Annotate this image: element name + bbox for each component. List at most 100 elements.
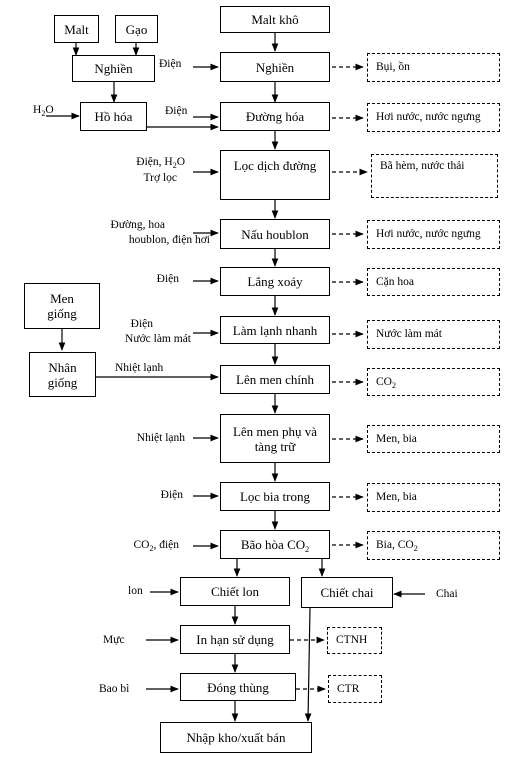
dong-thung-label: Đóng thùng bbox=[207, 679, 269, 695]
lam-lanh-nhanh-label: Làm lạnh nhanh bbox=[232, 322, 318, 338]
input-loc-line2: Trợ lọc bbox=[143, 172, 177, 184]
input-loc-line1-subscript: 2 bbox=[172, 161, 177, 170]
malt-kho-box: Malt khô bbox=[220, 6, 330, 33]
duong-hoa-label: Đường hóa bbox=[245, 109, 305, 124]
bao-hoa-co2-subscript: 2 bbox=[305, 545, 310, 554]
output-bia-co2-subscript: 2 bbox=[413, 544, 418, 553]
input-lon: lon bbox=[128, 585, 143, 597]
input-lam-lanh-line2: Nước làm mát bbox=[125, 333, 191, 345]
output-co2: CO2 bbox=[367, 368, 500, 396]
input-loc-line1-suffix: O bbox=[176, 156, 185, 168]
nhan-giong-box: Nhân giống bbox=[29, 352, 96, 397]
dong-thung-box: Đóng thùng bbox=[180, 673, 296, 701]
input-lam-lanh-line1: Điện bbox=[130, 318, 153, 330]
lang-xoay-label: Lắng xoáy bbox=[247, 274, 303, 289]
lam-lanh-nhanh-box: Làm lạnh nhanh bbox=[220, 316, 330, 344]
bao-hoa-co2-box: Bão hòa CO2 bbox=[220, 530, 330, 559]
input-h2o-subscript: 2 bbox=[41, 109, 46, 118]
output-men-bia-1: Men, bia bbox=[367, 425, 500, 453]
output-ctnh-label: CTNH bbox=[336, 634, 368, 646]
input-chai: Chai bbox=[436, 588, 458, 600]
output-bui-on-label: Bụi, ồn bbox=[376, 61, 410, 73]
input-dien-nghien: Điện bbox=[159, 58, 182, 70]
malt-box: Malt bbox=[54, 15, 99, 43]
nau-houblon-box: Nấu houblon bbox=[220, 219, 330, 249]
output-co2-subscript: 2 bbox=[391, 380, 396, 390]
output-hoi-nuoc-1: Hơi nước, nước ngưng bbox=[367, 103, 500, 132]
chiet-lon-box: Chiết lon bbox=[180, 577, 290, 606]
gao-box: Gạo bbox=[115, 15, 158, 43]
output-men-bia-2-label: Men, bia bbox=[376, 491, 417, 503]
loc-dich-duong-label: Lọc dịch đường bbox=[233, 158, 317, 173]
chiet-chai-box: Chiết chai bbox=[301, 577, 393, 608]
input-dien-duong-hoa: Điện bbox=[165, 105, 188, 117]
ho-hoa-box: Hồ hóa bbox=[80, 102, 147, 131]
input-loc-line1: Điện, H2O bbox=[136, 156, 185, 170]
input-co2-dien: CO2, điện bbox=[133, 539, 179, 553]
ho-hoa-label: Hồ hóa bbox=[94, 109, 133, 124]
output-hoi-nuoc-2: Hơi nước, nước ngưng bbox=[367, 220, 500, 249]
in-han-label: In hạn sử dụng bbox=[196, 632, 274, 647]
output-bia-co2: Bia, CO2 bbox=[367, 531, 500, 560]
input-dien-lang: Điện bbox=[156, 273, 179, 285]
input-nau-line2: houblon, điện hơi bbox=[128, 234, 210, 246]
output-bui-on: Bụi, ồn bbox=[367, 53, 500, 82]
output-hoi-nuoc-1-label: Hơi nước, nước ngưng bbox=[376, 111, 481, 123]
nghien-label: Nghiền bbox=[255, 59, 295, 75]
malt-label: Malt bbox=[64, 21, 89, 37]
input-nhiet-lanh-1: Nhiệt lạnh bbox=[115, 362, 164, 374]
malt-kho-label: Malt khô bbox=[251, 12, 299, 27]
bao-hoa-co2-text: Bão hòa CO bbox=[240, 537, 306, 552]
len-men-chinh-box: Lên men chính bbox=[220, 365, 330, 394]
nhap-kho-label: Nhập kho/xuất bán bbox=[186, 730, 286, 745]
output-ba-hem-label: Bã hèm, nước thải bbox=[380, 160, 465, 172]
chiet-chai-label: Chiết chai bbox=[320, 585, 374, 600]
output-nuoc-lam-mat-label: Nước làm mát bbox=[376, 328, 442, 340]
input-loc-line1-text: Điện, H bbox=[136, 156, 173, 168]
men-giong-label: Men giống bbox=[47, 291, 77, 321]
output-hoi-nuoc-2-label: Hơi nước, nước ngưng bbox=[376, 228, 481, 240]
output-ba-hem: Bã hèm, nước thải bbox=[371, 154, 498, 198]
input-bao-bi: Bao bì bbox=[99, 683, 130, 695]
input-co2-dien-text: CO bbox=[133, 539, 150, 551]
arrow-chietchai-to-nhapkho bbox=[304, 607, 312, 722]
nghien-left-box: Nghiền bbox=[72, 55, 155, 82]
output-can-hoa-label: Cặn hoa bbox=[376, 275, 415, 288]
output-co2-label: CO2 bbox=[376, 375, 396, 390]
input-nhiet-lanh-2: Nhiệt lạnh bbox=[136, 432, 185, 444]
input-co2-dien-subscript: 2 bbox=[149, 544, 154, 553]
input-dien-loc-bia: Điện bbox=[160, 489, 183, 501]
input-h2o-suffix: O bbox=[45, 104, 54, 116]
output-men-bia-1-label: Men, bia bbox=[376, 432, 417, 445]
input-h2o: H2O bbox=[33, 104, 54, 118]
input-muc: Mực bbox=[103, 634, 125, 646]
output-ctr-label: CTR bbox=[337, 682, 360, 695]
nghien-left-label: Nghiền bbox=[94, 61, 133, 76]
chiet-lon-label: Chiết lon bbox=[210, 584, 260, 599]
loc-bia-trong-box: Lọc bia trong bbox=[220, 482, 330, 511]
nhan-giong-label: Nhân giống bbox=[47, 359, 78, 390]
len-men-chinh-label: Lên men chính bbox=[236, 372, 314, 387]
gao-label: Gạo bbox=[125, 21, 148, 37]
in-han-box: In hạn sử dụng bbox=[180, 625, 290, 654]
bao-hoa-co2-label: Bão hòa CO2 bbox=[240, 537, 310, 554]
loc-bia-trong-label: Lọc bia trong bbox=[239, 489, 311, 504]
output-ctr: CTR bbox=[328, 675, 382, 703]
output-ctnh: CTNH bbox=[327, 627, 382, 654]
loc-dich-duong-box: Lọc dịch đường bbox=[220, 150, 330, 200]
output-co2-text: CO bbox=[376, 375, 392, 388]
output-nuoc-lam-mat: Nước làm mát bbox=[367, 320, 500, 349]
input-nau-line1: Đường, hoa bbox=[110, 219, 165, 231]
men-giong-box: Men giống bbox=[24, 283, 100, 329]
len-men-phu-label: Lên men phụ và tàng trữ bbox=[232, 423, 318, 454]
len-men-phu-box: Lên men phụ và tàng trữ bbox=[220, 414, 330, 463]
nghien-box: Nghiền bbox=[220, 52, 330, 82]
input-co2-dien-suffix: , điện bbox=[153, 539, 179, 551]
output-can-hoa: Cặn hoa bbox=[367, 268, 500, 296]
input-h2o-text: H bbox=[33, 104, 42, 116]
lang-xoay-box: Lắng xoáy bbox=[220, 267, 330, 296]
nhap-kho-box: Nhập kho/xuất bán bbox=[160, 722, 312, 753]
output-bia-co2-label: Bia, CO2 bbox=[376, 539, 418, 553]
